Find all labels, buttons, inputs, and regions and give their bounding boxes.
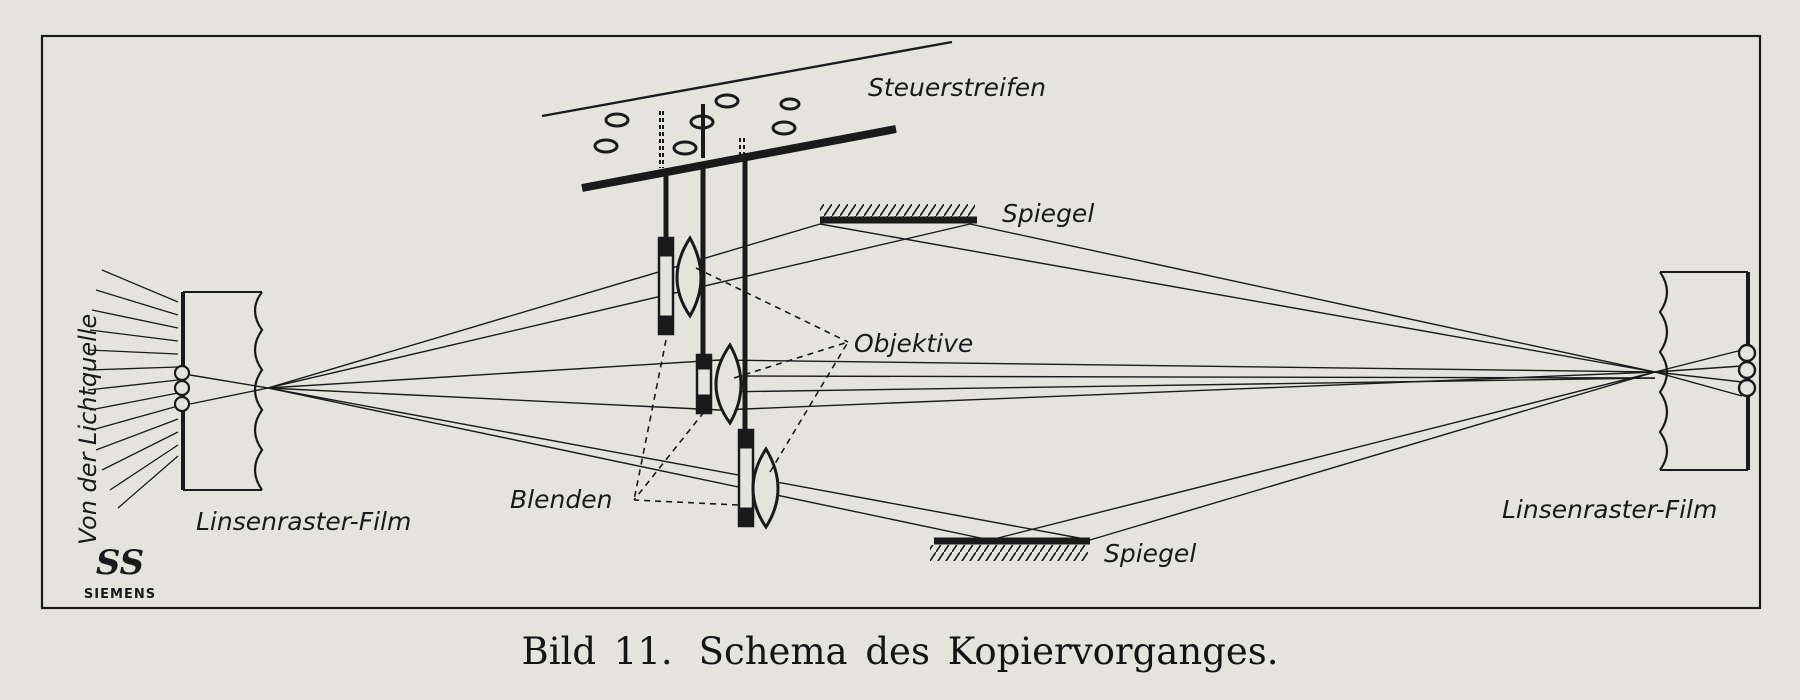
right-lenticular-film (1654, 271, 1757, 471)
objective-assembly (657, 160, 780, 530)
label-control-strip: Steuerstreifen (868, 73, 1046, 102)
label-mirror-top: Spiegel (1002, 199, 1094, 228)
siemens-wordmark: SIEMENS (84, 587, 156, 602)
strip-hole (714, 93, 740, 109)
strip-hole (771, 120, 797, 136)
siemens-logo: SS SIEMENS (84, 543, 156, 602)
label-light-source: Von der Lichtquelle (74, 314, 102, 545)
strip-hole (593, 138, 619, 154)
light-paths (189, 223, 1656, 541)
incoming-light-rays (87, 269, 179, 509)
figure-caption: Bild 11. Schema des Kopiervorganges. (0, 630, 1800, 673)
copy-process-diagram: Steuerstreifen Spiegel Objektive Blenden… (40, 34, 1762, 610)
control-strip (541, 40, 953, 168)
label-apertures: Blenden (510, 485, 612, 514)
lever-bar (581, 125, 897, 192)
top-mirror (820, 204, 977, 224)
leader-lines (633, 267, 849, 506)
objective-lens-3 (751, 446, 780, 530)
caption-title: Schema des Kopiervorganges. (698, 630, 1279, 673)
strip-hole (604, 112, 630, 128)
siemens-mark-icon: SS (96, 543, 144, 583)
objective-lens-1 (675, 235, 703, 319)
label-film-left: Linsenraster-Film (196, 507, 411, 536)
strip-hole (672, 140, 698, 156)
left-lenticular-film (173, 291, 264, 491)
bottom-mirror (930, 537, 1090, 561)
label-mirror-bottom: Spiegel (1104, 539, 1196, 568)
label-objectives: Objektive (854, 329, 973, 358)
objective-lens-2 (714, 342, 743, 426)
caption-number: Bild 11. (521, 630, 673, 673)
label-film-right: Linsenraster-Film (1502, 495, 1717, 524)
figure-frame (40, 34, 1762, 610)
strip-hole (779, 97, 801, 111)
